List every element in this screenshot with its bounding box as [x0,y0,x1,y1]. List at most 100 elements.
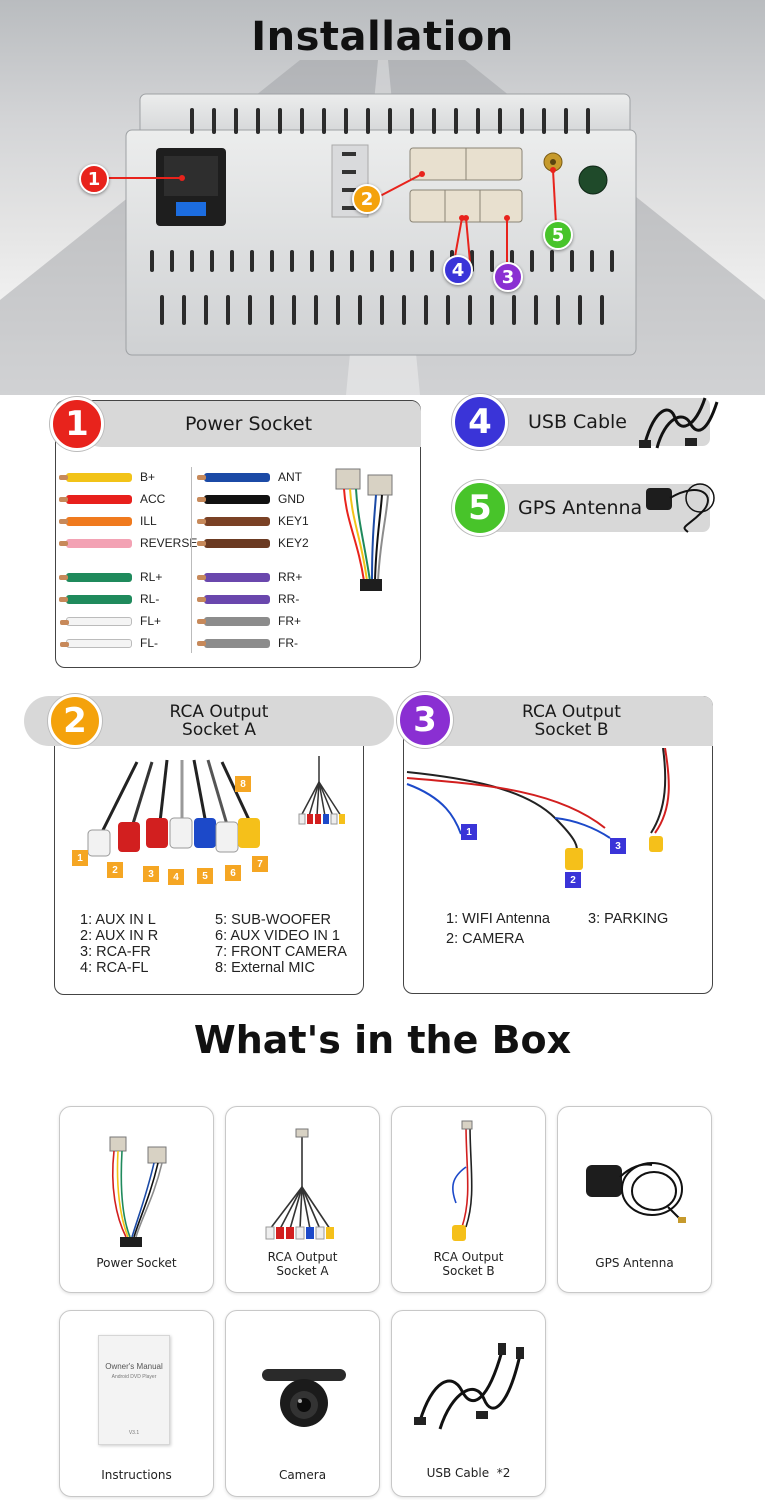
wire-swatch [197,594,270,604]
wire-label: FR- [278,636,298,650]
wire-label: FR+ [278,614,302,628]
rca-a-legend-1: 1: AUX IN L [80,912,156,928]
rca-a-legend-7: 7: FRONT CAMERA [215,944,347,960]
box-item-5-label: Instructions [101,1468,172,1482]
wire-label: ANT [278,470,302,484]
camera-image [262,1369,346,1427]
rca-a-callout-4: 4 [168,869,184,885]
box-item-caption: RCA Output Socket B [392,1250,545,1278]
rca-a-legend-6: 6: AUX VIDEO IN 1 [215,928,340,944]
owners-manual-image: Owner's Manual Android DVD Player V3.1 [98,1335,170,1445]
wire-swatch [59,494,132,504]
box-item-2-label-line2: Socket A [276,1264,329,1278]
rca-a-legend-8: 8: External MIC [215,960,315,976]
rca-a-callout-5: 5 [197,868,213,884]
wire-label: B+ [140,470,156,484]
installation-hero: Installation [0,0,765,395]
rca-b-number: 3 [397,692,453,748]
wire-swatch [60,638,132,648]
box-item-3-label-line1: RCA Output [433,1250,504,1264]
wire-label: GND [278,492,305,506]
wire-swatch [197,638,270,648]
marker-3-badge: 3 [493,262,523,292]
rca-a-connectors-image [87,759,260,857]
wire-label: RR- [278,592,300,606]
rca-b-callout-3: 3 [610,838,626,854]
installation-title: Installation [251,14,514,60]
box-item-camera: Camera [225,1310,380,1497]
box-item-1-label: Power Socket [96,1256,177,1270]
usb-cable-number: 4 [452,394,508,450]
rca-b-callout-1: 1 [461,824,477,840]
wire-swatch [197,516,270,526]
marker-2-badge: 2 [352,184,382,214]
box-item-rca-a: RCA Output Socket A [225,1106,380,1293]
wire-row: KEY2 [197,535,309,551]
power-socket-title-pill: Power Socket [76,401,421,447]
rca-a-number: 2 [48,694,102,748]
gps-antenna-number: 5 [452,480,508,536]
marker-1-badge: 1 [79,164,109,194]
rca-a-title-line1: RCA Output [169,702,269,722]
rca-a-legend-3: 3: RCA-FR [80,944,151,960]
box-item-caption: USB Cable *2 [392,1466,545,1480]
rca-b-legend-2: 2: CAMERA [446,931,525,947]
rca-b-title-line2: Socket B [534,720,609,740]
rca-b-box-image [452,1120,473,1241]
box-item-power-socket: Power Socket [59,1106,214,1293]
rca-b-title-line1: RCA Output [522,702,621,722]
wire-swatch [59,594,132,604]
wire-row: ANT [197,469,302,485]
wire-row: FL- [60,635,158,651]
rca-b-title-pill: RCA Output Socket B [420,696,713,746]
box-item-rca-b: RCA Output Socket B [391,1106,546,1293]
wire-row: B+ [59,469,156,485]
wire-label: RR+ [278,570,303,584]
box-item-gps-antenna: GPS Antenna [557,1106,712,1293]
usb-cable-box-image [414,1343,524,1430]
box-item-3-label-line2: Socket B [442,1264,495,1278]
rca-b-callout-2: 2 [565,872,581,888]
manual-title: Owner's Manual [105,1362,163,1371]
wire-row: ACC [59,491,165,507]
wire-row: RR- [197,591,300,607]
wire-row: REVERSE [59,535,197,551]
box-item-instructions: Owner's Manual Android DVD Player V3.1 I… [59,1310,214,1497]
rca-a-title-line2: Socket A [182,720,256,740]
rca-a-callout-7: 7 [252,856,268,872]
box-item-usb-cable: USB Cable *2 [391,1310,546,1497]
wire-divider [191,467,192,653]
wire-row: RR+ [197,569,303,585]
harness-image [335,468,393,591]
box-item-caption: GPS Antenna [558,1256,711,1270]
wire-swatch [59,472,132,482]
wire-swatch [197,572,270,582]
box-item-caption: Power Socket [60,1256,213,1270]
rca-a-legend-4: 4: RCA-FL [80,960,149,976]
rca-a-callout-8: 8 [235,776,251,792]
wire-label: KEY2 [278,536,309,550]
rca-b-legend-1: 1: WIFI Antenna [446,911,550,927]
box-item-7-label: USB Cable *2 [426,1466,511,1480]
wire-label: RL+ [140,570,163,584]
wire-row: RL+ [59,569,163,585]
rca-a-callout-1: 1 [72,850,88,866]
wire-swatch [197,538,270,548]
box-title: What's in the Box [193,1018,572,1062]
box-item-caption: Camera [226,1468,379,1482]
wire-label: FL+ [140,614,162,628]
box-item-6-label: Camera [278,1468,327,1482]
wire-label: RL- [140,592,160,606]
box-item-4-label: GPS Antenna [595,1256,674,1270]
wire-swatch [197,472,270,482]
wire-row: FR+ [197,613,302,629]
wire-swatch [59,516,132,526]
manual-subtitle: Android DVD Player [111,1374,157,1380]
wire-label: ILL [140,514,157,528]
power-socket-title: Power Socket [184,413,313,435]
usb-cable-image [639,397,719,449]
usb-cable-title: USB Cable [528,411,627,433]
rca-a-legend-5: 5: SUB-WOOFER [215,912,332,928]
rca-a-callout-3: 3 [143,866,159,882]
